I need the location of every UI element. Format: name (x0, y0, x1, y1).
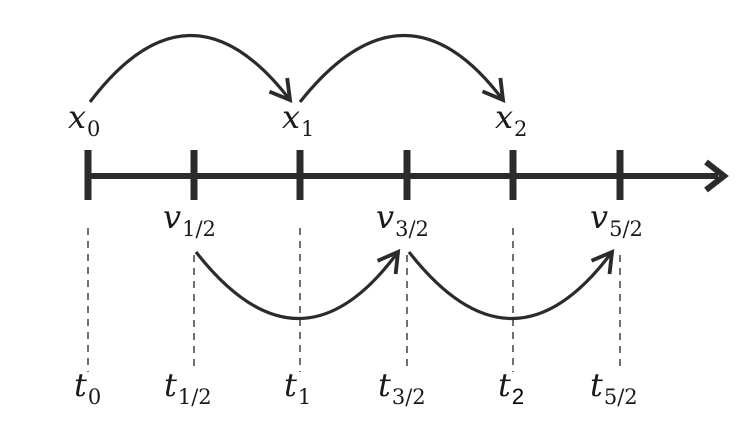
axis-arrow-icon (704, 159, 729, 193)
label-t32: t3/2 (378, 366, 426, 409)
arc-v32-v52 (407, 248, 615, 321)
label-x0: x0 (68, 98, 100, 141)
label-v12: v1/2 (163, 198, 216, 241)
label-x1: x1 (282, 98, 314, 141)
label-t2: t2 (498, 366, 524, 409)
label-v52: v5/2 (590, 198, 643, 241)
label-v32: v3/2 (376, 198, 429, 241)
label-t52: t5/2 (590, 366, 638, 409)
label-x2: x2 (495, 98, 527, 141)
label-t12: t1/2 (164, 366, 212, 409)
arc-x1-x2 (298, 34, 506, 104)
label-t0: t0 (74, 366, 101, 409)
arc-v12-v32 (194, 248, 401, 321)
dashed-guides (87, 228, 621, 372)
label-t1: t1 (284, 366, 311, 409)
arc-x0-x1 (88, 34, 293, 104)
